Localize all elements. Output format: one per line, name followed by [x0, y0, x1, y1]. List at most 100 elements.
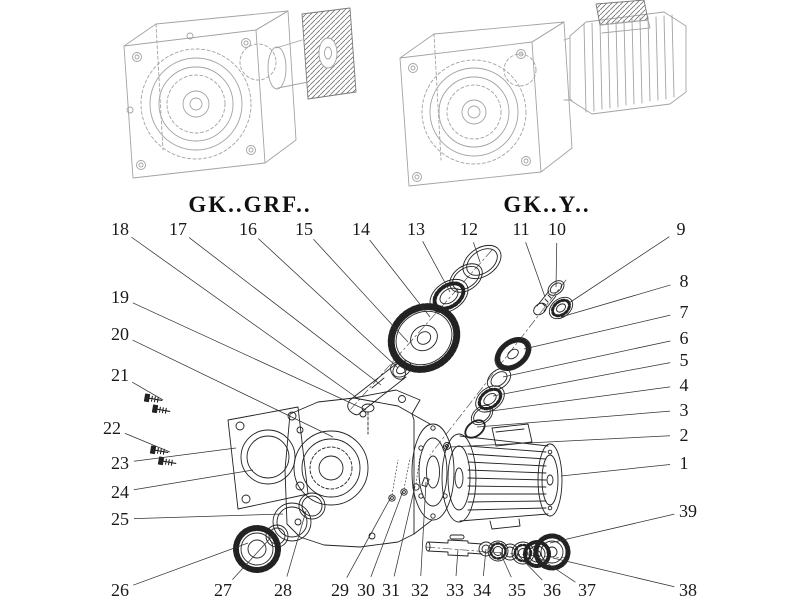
o-ring-icon: [464, 419, 486, 439]
leader-line-12: [473, 242, 481, 263]
leader-line-33: [455, 548, 459, 577]
electric-motor: [441, 423, 563, 530]
leader-line-2: [449, 435, 671, 448]
leader-line-39: [549, 513, 675, 544]
leader-line-20: [132, 339, 334, 438]
callout-11: 11: [512, 219, 529, 239]
helical-gear-icon: [387, 303, 461, 373]
callout-4: 4: [680, 375, 689, 395]
callout-14: 14: [352, 219, 370, 239]
leader-line-21: [131, 381, 164, 401]
leader-line-10: [555, 242, 558, 288]
leader-line-4: [483, 386, 671, 413]
callout-18: 18: [111, 219, 129, 239]
eye-bolt-icon: [443, 442, 451, 450]
screw-icon: [157, 456, 177, 466]
leader-line-26: [133, 542, 249, 586]
shaft-bearing-icon: [511, 541, 535, 565]
large-gear-icon: [533, 533, 571, 571]
callout-27: 27: [214, 580, 232, 600]
callout-7: 7: [680, 302, 689, 322]
bevel-gear-icon: [494, 337, 532, 371]
callout-36: 36: [543, 580, 561, 600]
leader-line-22: [124, 433, 171, 453]
gear-housing: [284, 389, 455, 548]
callout-24: 24: [111, 482, 129, 502]
leader-line-15: [313, 239, 409, 343]
stepped-shaft-icon: [425, 534, 483, 557]
toothed-ring-icon: [233, 525, 281, 573]
leader-line-35: [499, 551, 512, 578]
callout-21: 21: [111, 365, 129, 385]
callout-10: 10: [548, 219, 566, 239]
callout-6: 6: [680, 328, 689, 348]
callout-30: 30: [357, 580, 375, 600]
callout-15: 15: [295, 219, 313, 239]
leader-line-7: [523, 314, 671, 350]
callout-3: 3: [680, 400, 689, 420]
callout-17: 17: [169, 219, 187, 239]
callout-28: 28: [274, 580, 292, 600]
leader-line-36: [516, 553, 543, 581]
callout-26: 26: [111, 580, 129, 600]
callout-12: 12: [460, 219, 478, 239]
model-label-gk-y: GK..Y..: [503, 192, 590, 217]
callout-13: 13: [407, 219, 425, 239]
gearbox-sketch-gk-grf: [123, 7, 357, 179]
flange-screws: [143, 393, 177, 466]
leader-line-32: [420, 481, 427, 577]
leader-line-16: [258, 238, 399, 369]
leader-line-23: [133, 447, 237, 462]
leader-line-5: [492, 362, 671, 397]
callout-37: 37: [578, 580, 596, 600]
shim-ring-icon: [449, 263, 483, 293]
callout-16: 16: [239, 219, 257, 239]
leader-line-19: [132, 302, 367, 411]
snap-ring-icon: [547, 280, 565, 296]
callout-32: 32: [411, 580, 429, 600]
gearbox-sketch-gk-y: [399, 0, 687, 187]
callout-31: 31: [382, 580, 400, 600]
callout-38: 38: [679, 580, 697, 600]
leader-line-11: [525, 242, 546, 298]
leader-line-17: [188, 237, 382, 386]
retaining-ring-icon: [462, 244, 502, 280]
leader-line-27: [232, 532, 276, 580]
leader-line-9: [568, 236, 670, 304]
seal-ring-icon: [470, 404, 494, 426]
callout-1: 1: [680, 453, 689, 473]
input-pinion-assembly: [464, 280, 574, 439]
callout-39: 39: [679, 501, 697, 521]
callout-8: 8: [680, 271, 689, 291]
leader-line-14: [369, 239, 431, 318]
leader-line-24: [133, 469, 254, 491]
callout-19: 19: [111, 287, 129, 307]
callout-20: 20: [111, 324, 129, 344]
leader-line-13: [422, 241, 451, 293]
callout-22: 22: [103, 418, 121, 438]
callout-34: 34: [473, 580, 491, 600]
callout-5: 5: [680, 350, 689, 370]
secondary-shaft-assembly: [425, 533, 571, 571]
callout-2: 2: [680, 425, 689, 445]
leader-line-18: [131, 236, 361, 401]
shaft-key-icon: [449, 534, 465, 540]
leader-line-1: [560, 464, 671, 477]
leader-line-31: [393, 485, 416, 577]
leader-line-38: [552, 557, 675, 588]
leader-line-30: [370, 490, 404, 578]
callout-33: 33: [446, 580, 464, 600]
screw-icon: [149, 445, 169, 455]
callout-23: 23: [111, 453, 129, 473]
screw-icon: [151, 404, 171, 414]
assembly-axis-lines: [349, 249, 567, 559]
callout-35: 35: [508, 580, 526, 600]
leader-line-25: [133, 513, 284, 519]
leader-line-28: [286, 510, 307, 577]
leader-line-3: [476, 410, 671, 428]
screw-icon: [143, 393, 163, 403]
callout-9: 9: [677, 219, 686, 239]
